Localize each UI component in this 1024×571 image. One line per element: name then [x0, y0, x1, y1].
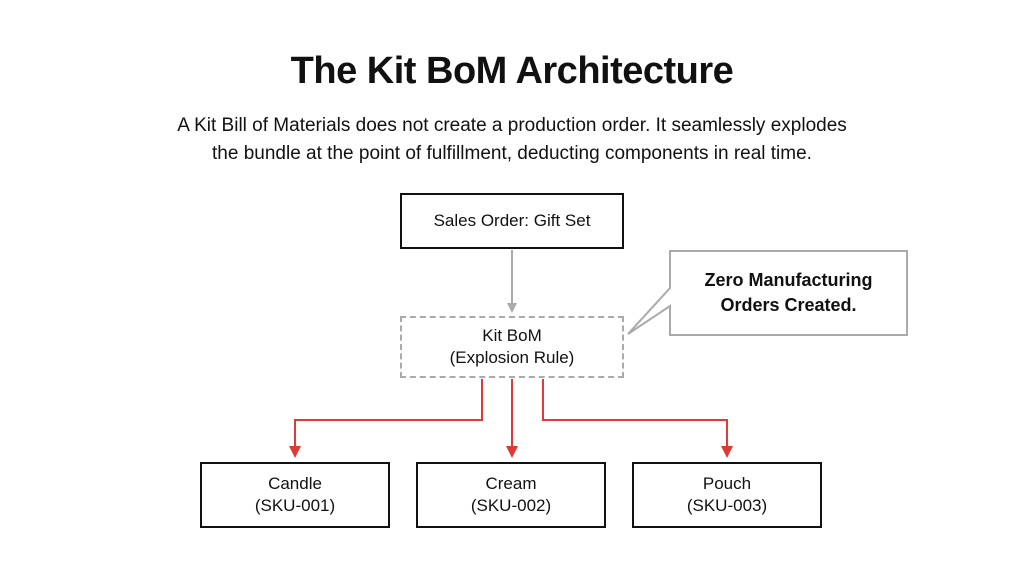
component-node-candle: Candle (SKU-001) [200, 462, 390, 528]
sales-order-node: Sales Order: Gift Set [400, 193, 624, 249]
component-sku: (SKU-001) [254, 496, 336, 515]
component-name: Cream [485, 474, 537, 493]
component-sku: (SKU-002) [470, 496, 552, 515]
sales-order-label: Sales Order: Gift Set [433, 211, 591, 230]
component-name: Pouch [702, 474, 752, 493]
callout-bubble [627, 250, 908, 336]
kit-bom-sublabel: (Explosion Rule) [449, 348, 575, 367]
subtitle-line-2: the bundle at the point of fulfillment, … [212, 143, 812, 164]
arrow-kit-to-candle [289, 379, 483, 458]
diagram-title: The Kit BoM Architecture [290, 50, 734, 92]
component-node-cream: Cream (SKU-002) [416, 462, 606, 528]
callout-line-1: Zero Manufacturing [704, 270, 873, 290]
arrow-kit-to-pouch [542, 379, 733, 458]
kit-bom-node: Kit BoM (Explosion Rule) [400, 316, 624, 378]
component-node-pouch: Pouch (SKU-003) [632, 462, 822, 528]
kit-bom-label: Kit BoM [482, 326, 542, 345]
subtitle-line-1: A Kit Bill of Materials does not create … [177, 115, 847, 136]
diagram-subtitle: A Kit Bill of Materials does not create … [112, 112, 912, 168]
component-name: Candle [268, 474, 322, 493]
zero-orders-callout: Zero Manufacturing Orders Created. [670, 251, 907, 335]
component-sku: (SKU-003) [686, 496, 768, 515]
callout-line-2: Orders Created. [720, 295, 857, 315]
